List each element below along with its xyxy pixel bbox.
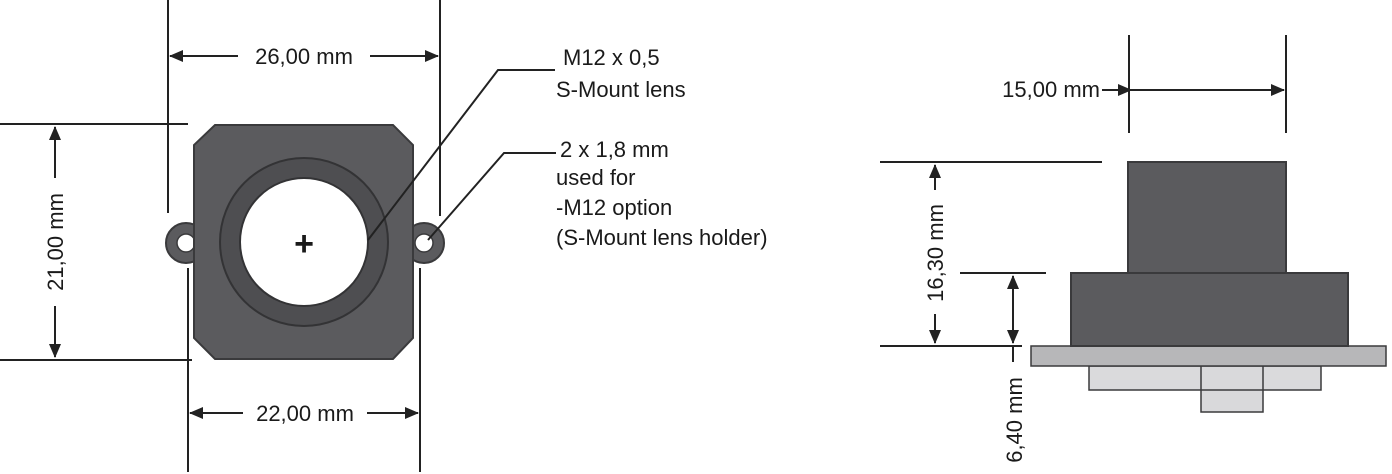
side-view: 15,00 mm 16,30 mm 6,40 mm — [880, 35, 1387, 463]
dim-base-height: 6,40 mm — [1002, 377, 1027, 463]
dim-total-height: 16,30 mm — [923, 204, 948, 302]
callout-lens-line2: S-Mount lens — [556, 77, 686, 102]
dim-outer-width: 26,00 mm — [255, 44, 353, 69]
leader-lens — [367, 69, 555, 241]
side-connector-overlap — [1202, 367, 1262, 389]
callout-hole-line2: used for — [556, 165, 636, 190]
center-mark: + — [294, 225, 314, 263]
leader-hole — [427, 152, 556, 241]
lens-opening — [239, 177, 369, 307]
callout-hole-line1: 2 x 1,8 mm — [560, 137, 669, 162]
callout-hole-line3: -M12 option — [556, 195, 672, 220]
side-holder-barrel — [1127, 161, 1287, 274]
side-holder-base — [1070, 272, 1349, 347]
dim-height: 21,00 mm — [43, 193, 68, 291]
callout-lens-line1: M12 x 0,5 — [563, 45, 660, 70]
dim-inner-width: 22,00 mm — [256, 401, 354, 426]
dim-top-width: 15,00 mm — [1002, 77, 1100, 102]
side-pcb — [1030, 345, 1387, 367]
callout-hole-line4: (S-Mount lens holder) — [556, 225, 768, 250]
left-mounting-hole — [176, 233, 196, 253]
callouts: M12 x 0,5 S-Mount lens 2 x 1,8 mm used f… — [556, 45, 768, 250]
front-view: + 26,00 mm 22,00 mm 21,00 mm — [0, 0, 556, 472]
